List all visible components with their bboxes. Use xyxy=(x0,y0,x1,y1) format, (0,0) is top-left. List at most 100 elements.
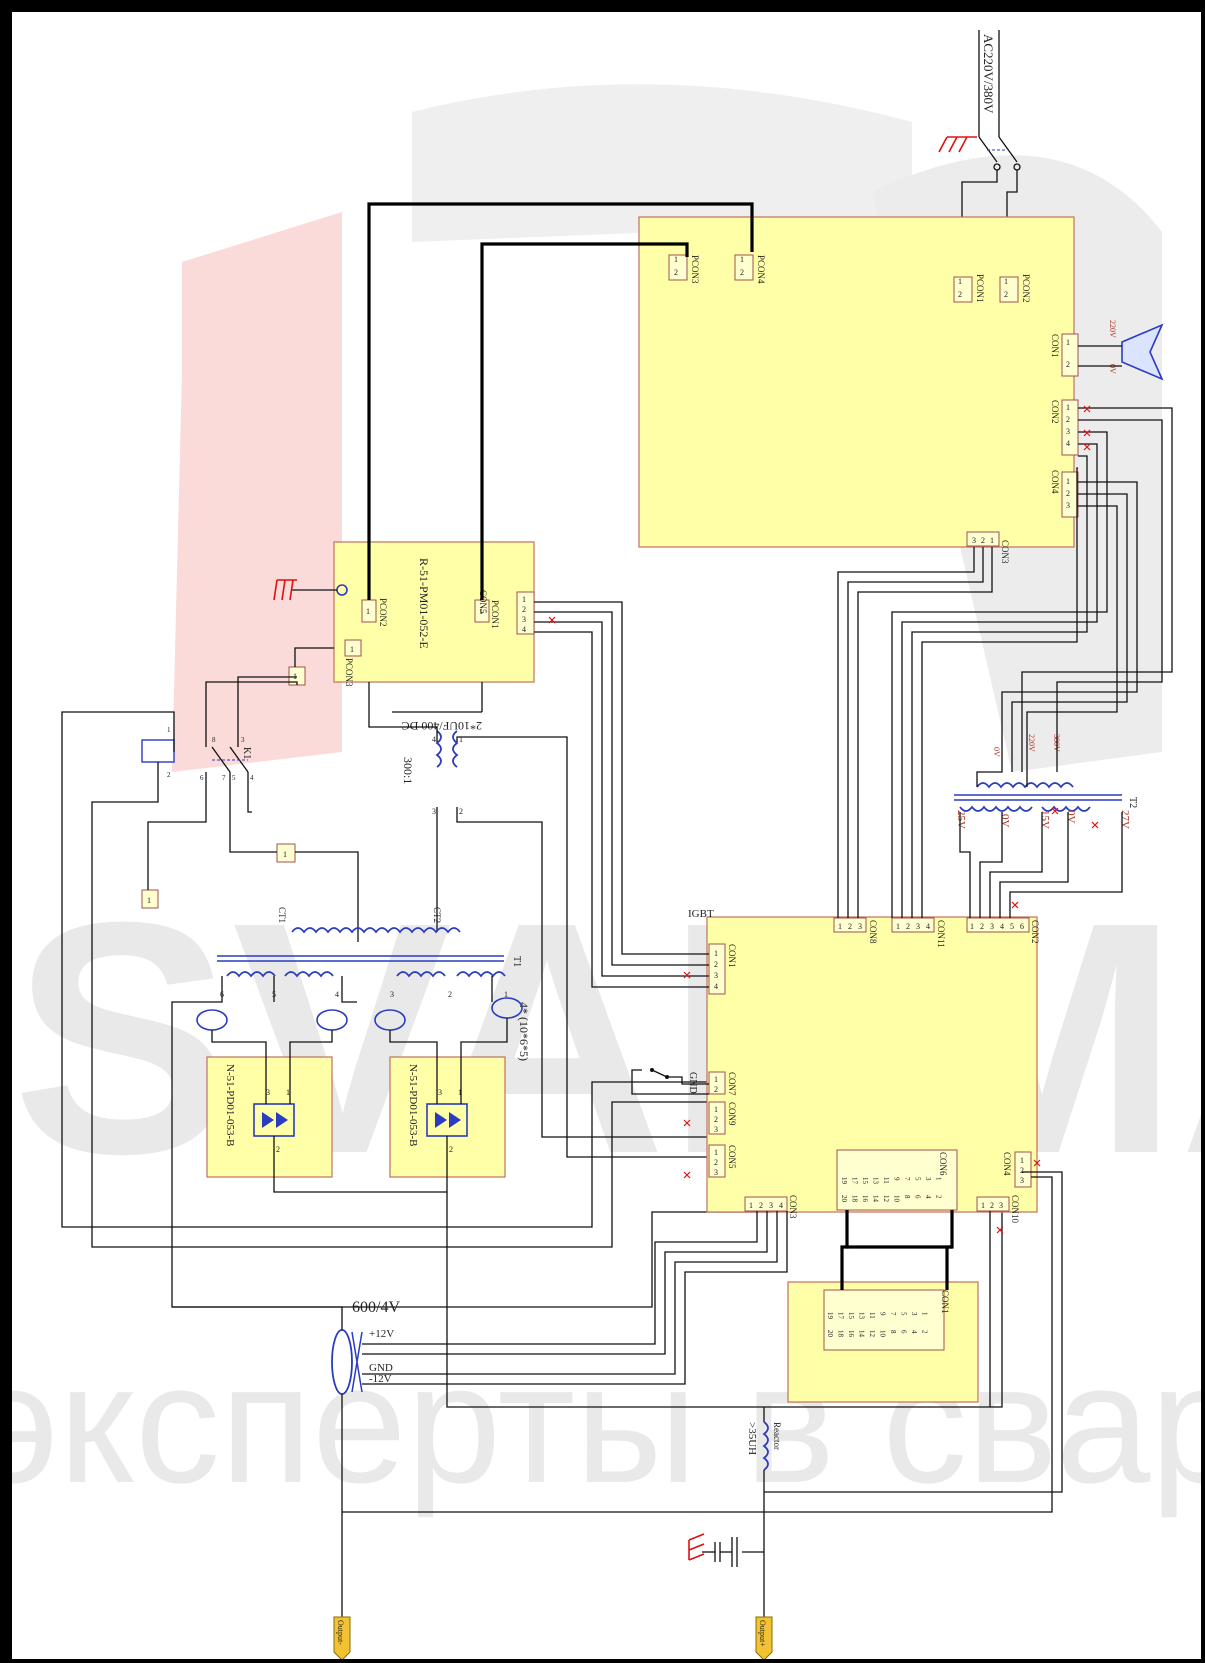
main-con6-pin-20: 20 xyxy=(840,1195,848,1203)
t2-sec-15v: 15V xyxy=(1039,810,1051,829)
hall-rating-label: 600/4V xyxy=(352,1299,400,1316)
power-pcon2-label: PCON2 xyxy=(1021,274,1031,303)
ct-pin4: 4 xyxy=(432,735,436,744)
bus-capacitor-label: 2*10UF/400 DC xyxy=(402,719,482,733)
pm-con5-pin3: 3 xyxy=(522,615,526,624)
main-con6-pin-8: 8 xyxy=(903,1195,911,1199)
display-con1-pin-7: 7 xyxy=(889,1312,897,1316)
display-con1-pin-6: 6 xyxy=(900,1330,908,1334)
schematic-sheet: SVARMA эксперты в свар AC220V/380V 1 2 P… xyxy=(12,12,1201,1659)
t1-pin2: 2 xyxy=(448,990,452,999)
main-con10-connector xyxy=(976,1196,1010,1212)
t1-ct2-label: CT2 xyxy=(432,907,442,923)
ct-pin3: 3 xyxy=(432,807,436,816)
watermark-subtext: эксперты в свар xyxy=(12,1329,1201,1519)
main-con8-pin1: 1 xyxy=(838,922,842,931)
power-con2-pin3: 3 xyxy=(1066,427,1070,436)
t2-sec-0v-b: 0V xyxy=(1065,810,1077,824)
power-pcon2-pin1: 1 xyxy=(1004,277,1008,286)
relay-pad-3-pin: 1 xyxy=(147,896,151,905)
ct-pin2: 2 xyxy=(459,807,463,816)
display-con1-pin-8: 8 xyxy=(889,1330,897,1334)
power-con3-pin2: 2 xyxy=(981,536,985,545)
gnd-switch xyxy=(631,1068,709,1095)
bus-capacitors: 2*10UF/400 DC xyxy=(368,682,483,733)
t2-primary-220v: 220V xyxy=(1027,734,1036,752)
power-pcon2-pin2: 2 xyxy=(1004,290,1008,299)
hall-tap-gnd: GND xyxy=(369,1362,393,1374)
main-board-igbt-label: IGBT xyxy=(688,908,714,920)
mains-input: AC220V/380V xyxy=(938,30,1021,270)
main-con4-pin2: 2 xyxy=(1020,1166,1024,1175)
power-con3-label: CON3 xyxy=(1000,540,1010,564)
k1-pin5: 5 xyxy=(232,774,236,782)
display-con1-label: CON1 xyxy=(940,1290,950,1314)
main-con3-connector xyxy=(744,1196,788,1212)
main-con10-label: CON10 xyxy=(1010,1195,1020,1224)
main-con3-pin3: 3 xyxy=(769,1201,773,1210)
ct-ratio-label: 300:1 xyxy=(401,757,415,784)
pm-pcon2-label: PCON2 xyxy=(378,598,388,627)
main-con7-pin1: 1 xyxy=(714,1075,718,1084)
display-con1-pin-11: 11 xyxy=(868,1312,876,1319)
display-con1-pin-2: 2 xyxy=(921,1330,929,1334)
main-con6-pin-19: 19 xyxy=(840,1177,848,1185)
pd-right-pin2: 2 xyxy=(449,1145,453,1154)
pd-left-pin2: 2 xyxy=(276,1145,280,1154)
power-con3-pin3: 3 xyxy=(972,536,976,545)
reactor-value: >35UH xyxy=(746,1422,758,1455)
main-con3-label: CON3 xyxy=(788,1195,798,1219)
main-con4-pin1: 1 xyxy=(1020,1156,1024,1165)
display-con1-pin-13: 13 xyxy=(858,1312,866,1320)
fan-icon xyxy=(1078,323,1164,381)
pm-pcon2-pin1: 1 xyxy=(366,607,370,616)
output-negative-label: Output- xyxy=(336,1620,345,1645)
main-con5-connector xyxy=(708,1144,726,1178)
pd-right-pin3: 3 xyxy=(438,1088,442,1097)
main-con3-pin2: 2 xyxy=(759,1201,763,1210)
hall-tap-plus12: +12V xyxy=(369,1328,394,1340)
t1-ct1-label: CT1 xyxy=(277,907,287,923)
pm-board-title: R-51-PM01-052-E xyxy=(417,558,431,649)
main-con6-pin-13: 13 xyxy=(872,1177,880,1185)
display-con1-connector xyxy=(823,1289,945,1351)
power-pcon3-label: PCON3 xyxy=(690,255,700,284)
relay-k1: K1 8 3 6 7 5 4 1 2 xyxy=(141,726,254,782)
output-negative-terminal[interactable]: Output- xyxy=(333,1616,351,1659)
main-con10-pin3: 3 xyxy=(999,1201,1003,1210)
main-con8-pin2: 2 xyxy=(848,922,852,931)
main-con6-pin-12: 12 xyxy=(882,1195,890,1203)
t2-sec-27v: 27V xyxy=(1119,810,1131,829)
relay-pad-2-pin: 1 xyxy=(283,850,287,859)
main-con2-pin5: 5 xyxy=(1010,922,1014,931)
main-con6-pin-6: 6 xyxy=(914,1195,922,1199)
pm-pcon1-label: PCON1 xyxy=(490,600,500,629)
main-con6-pin-5: 5 xyxy=(914,1177,922,1181)
ct-pin1: 1 xyxy=(459,735,463,744)
pd-left-pin3: 3 xyxy=(266,1088,270,1097)
power-pcon4-connector xyxy=(734,254,754,281)
power-pcon1-connector xyxy=(953,276,973,303)
power-con2-label: CON2 xyxy=(1050,400,1060,424)
main-con10-pin2: 2 xyxy=(990,1201,994,1210)
power-board: 1 2 PCON3 1 2 PCON4 1 2 PCON1 1 2 PCON2 … xyxy=(638,216,1164,564)
power-con1-connector xyxy=(1061,333,1079,377)
k1-pin6: 6 xyxy=(200,774,204,782)
main-con6-label: CON6 xyxy=(938,1152,948,1176)
main-con11-label: CON11 xyxy=(936,920,946,948)
wire-pcon1-pcon3 xyxy=(480,242,689,600)
main-con1-label: CON1 xyxy=(727,944,737,968)
output-positive-terminal[interactable]: Output+ xyxy=(755,1616,773,1659)
display-con1-pin-16: 16 xyxy=(847,1330,855,1338)
power-pcon3-connector xyxy=(668,254,688,281)
main-con3-pin4: 4 xyxy=(779,1201,783,1210)
power-pcon2-connector xyxy=(999,276,1019,303)
main-con6-pin-18: 18 xyxy=(851,1195,859,1203)
main-con8-pin3: 3 xyxy=(858,922,862,931)
hall-tap-minus12: -12V xyxy=(369,1373,392,1385)
main-con8-connector xyxy=(833,917,867,933)
power-pcon4-pin1: 1 xyxy=(740,255,744,264)
main-con1-connector xyxy=(708,943,726,995)
t2-primary-0v: 0V xyxy=(992,747,1001,757)
